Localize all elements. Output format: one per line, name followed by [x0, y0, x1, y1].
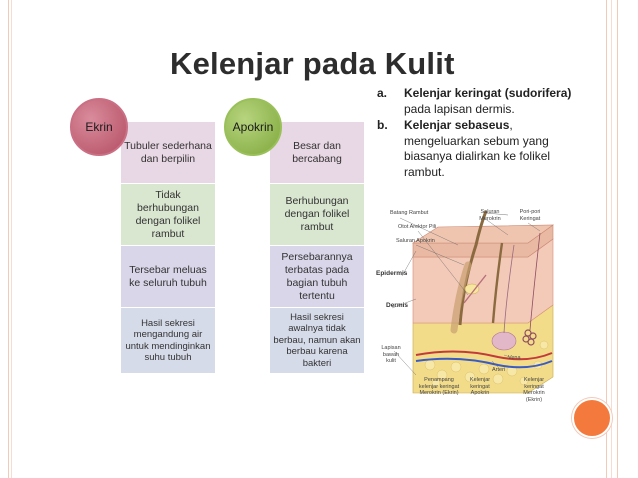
list-item-bold: Kelenjar keringat (sudorifera) [404, 86, 572, 100]
label-saluran-apokrin: Saluran Apokrin [396, 238, 435, 244]
right-border-line [617, 0, 618, 478]
list-item-text: Kelenjar sebaseus, mengeluarkan sebum ya… [404, 118, 577, 180]
left-border-line [8, 0, 9, 478]
ekrin-row-2: Tidak berhubungan dengan folikel rambut [121, 184, 215, 246]
apokrin-row-4: Hasil sekresi awalnya tidak berbau, namu… [270, 308, 364, 374]
ekrin-row-4: Hasil sekresi mengandung air untuk mendi… [121, 308, 215, 374]
apokrin-row-1: Besar dan bercabang [270, 122, 364, 184]
label-epidermis: Epidermis [376, 270, 408, 277]
label-lapisan-bawah-kulit: Lapisan bawah kulit [381, 345, 401, 364]
label-saluran-merokrin: Saluran Merokrin [479, 209, 501, 222]
apokrin-row-2: Berhubungan dengan folikel rambut [270, 184, 364, 246]
apokrin-label: Apokrin [232, 120, 274, 134]
apokrin-circle: Apokrin [224, 98, 282, 156]
label-dermis: Dermis [386, 302, 409, 309]
label-kelenjar-merokrin: Kelenjar keringat Merokrin (Ekrin) [523, 377, 545, 403]
list-item-text: Kelenjar keringat (sudorifera) pada lapi… [404, 86, 577, 117]
label-batang-rambut: Batang Rambut [390, 210, 429, 216]
ekrin-label: Ekrin [85, 120, 113, 134]
list-item: b. Kelenjar sebaseus, mengeluarkan sebum… [377, 118, 577, 180]
ekrin-circle: Ekrin [70, 98, 128, 156]
label-penampang-merokrin: Penampang kelenjar keringat Merokrin (Ek… [418, 377, 460, 396]
label-pori-keringat: Pori-pori Keringat [519, 209, 541, 222]
orange-circle-icon [572, 398, 612, 438]
label-vena: Vena [508, 355, 521, 361]
list-item-rest: , mengeluarkan sebum yang biasanya diali… [404, 118, 551, 179]
label-arteri: Arteri [492, 367, 506, 373]
label-otot-arektor-pili: Otot Arektor Pili [398, 224, 437, 230]
apokrin-column: Besar dan bercabang Berhubungan dengan f… [270, 122, 364, 374]
right-border-line [606, 0, 607, 478]
left-border-line [11, 0, 12, 478]
apokrin-row-3: Persebarannya terbatas pada bagian tubuh… [270, 246, 364, 308]
list-item-rest: pada lapisan dermis. [404, 101, 515, 116]
ekrin-column: Tubuler sederhana dan berpilin Tidak ber… [121, 122, 215, 374]
skin-cross-section-illustration [391, 210, 554, 394]
list-item: a. Kelenjar keringat (sudorifera) pada l… [377, 86, 577, 117]
list-marker: a. [377, 86, 388, 100]
ekrin-row-1: Tubuler sederhana dan berpilin [121, 122, 215, 184]
right-border-line [611, 0, 612, 478]
ekrin-row-3: Tersebar meluas ke seluruh tubuh [121, 246, 215, 308]
list-marker: b. [377, 118, 388, 132]
gland-list: a. Kelenjar keringat (sudorifera) pada l… [377, 86, 577, 181]
skin-diagram: Batang Rambut Saluran Merokrin Pori-pori… [368, 205, 564, 405]
page-title: Kelenjar pada Kulit [170, 46, 455, 81]
label-kelenjar-apokrin: Kelenjar keringat Apokrin [469, 377, 491, 396]
list-item-bold: Kelenjar sebaseus [404, 118, 510, 132]
